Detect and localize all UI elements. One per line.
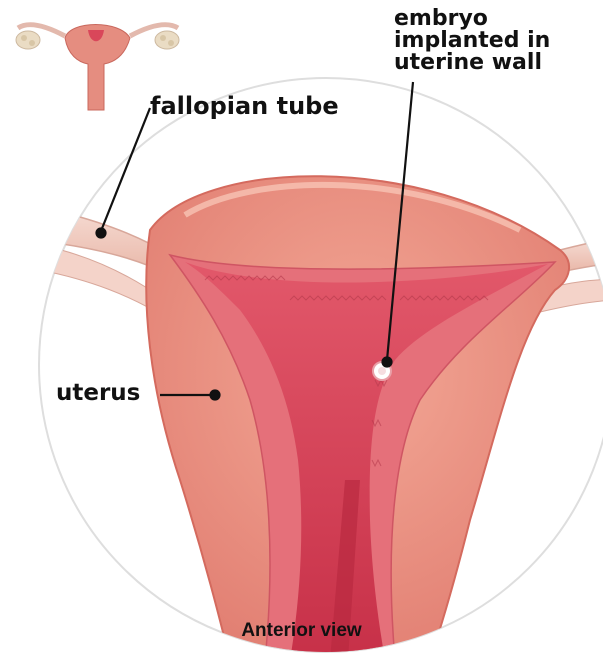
view-caption: Anterior view: [0, 620, 603, 642]
embryo-core: [378, 367, 386, 375]
uterus-label: uterus: [56, 380, 140, 406]
fallopian-tube-label: fallopian tube: [150, 92, 339, 120]
fallopian-leader-dot: [97, 229, 106, 238]
embryo-label: embryo implanted in uterine wall: [394, 8, 550, 74]
embryo-leader-dot: [383, 358, 392, 367]
embryo-label-line-3: uterine wall: [394, 52, 550, 74]
embryo-label-line-2: implanted in: [394, 30, 550, 52]
uterus-leader-dot: [211, 391, 220, 400]
embryo-label-line-1: embryo: [394, 8, 550, 30]
